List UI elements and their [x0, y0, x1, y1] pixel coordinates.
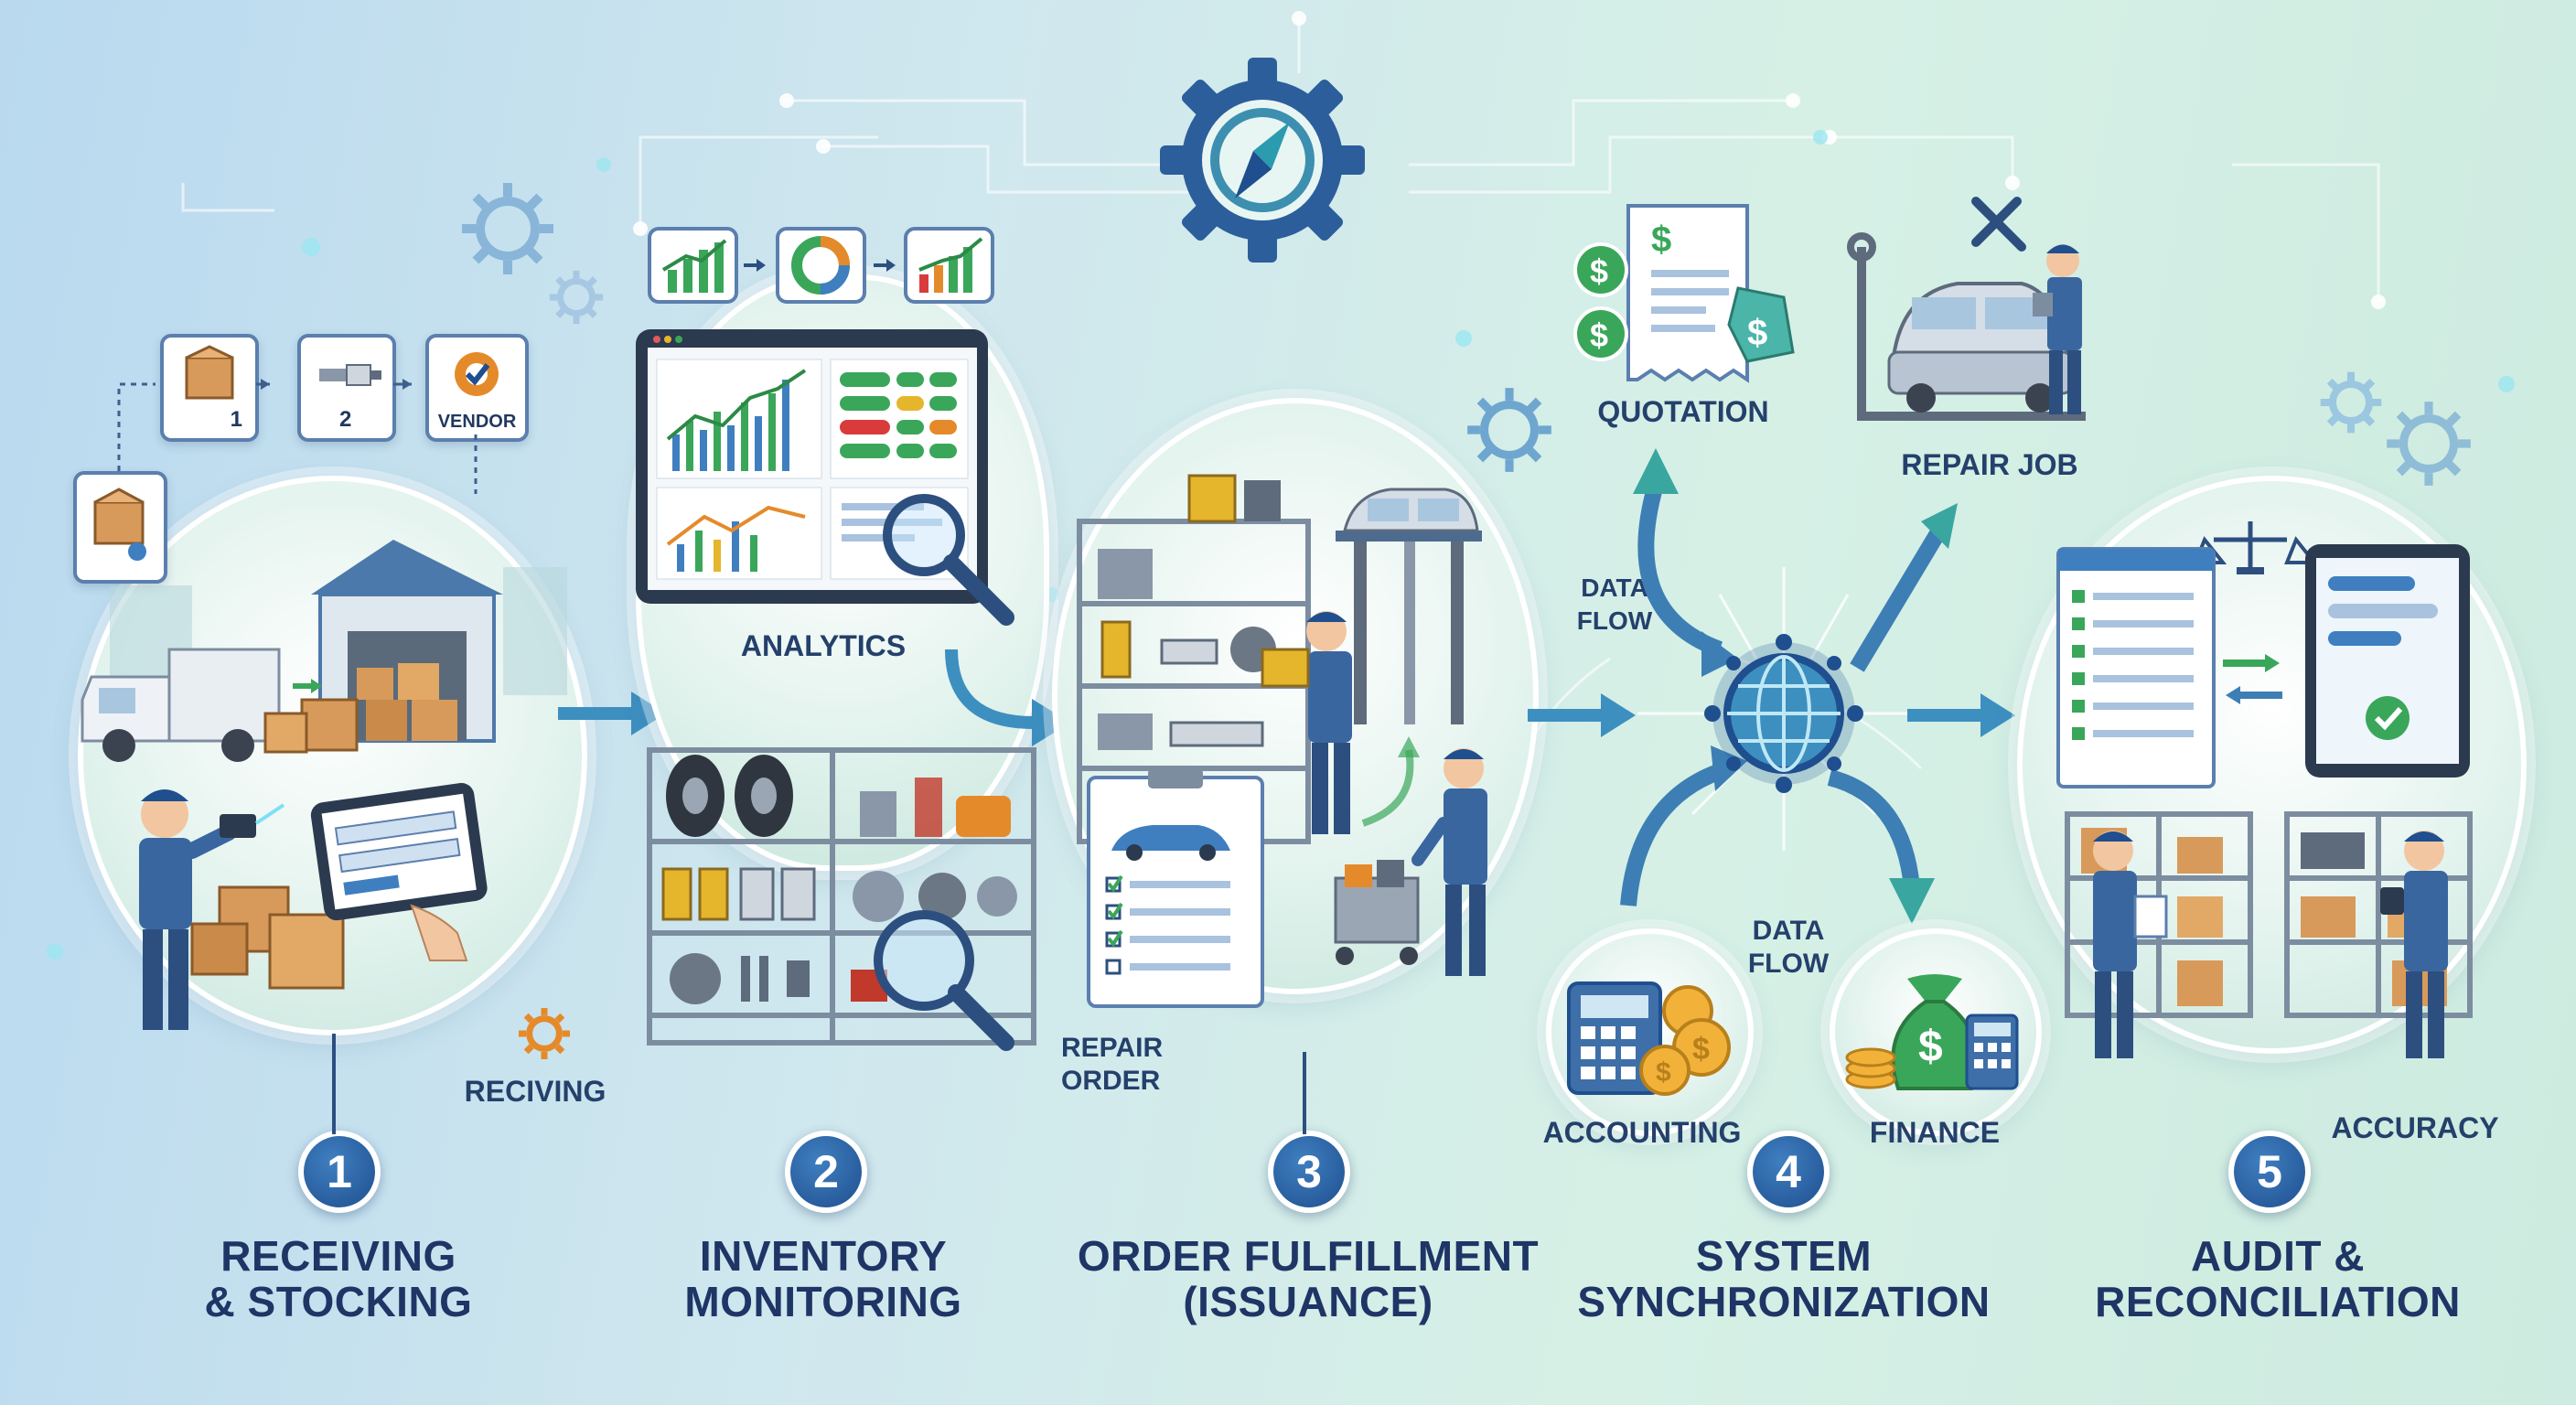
audit-scene: [2056, 521, 2473, 1058]
accounting-label: ACCOUNTING: [1542, 1116, 1742, 1149]
receiving-label: RECIVING: [464, 1075, 606, 1108]
compass-gear-icon: [1160, 58, 1365, 263]
step-3-badge: 3: [1268, 1131, 1350, 1213]
gear-icon: [519, 1008, 570, 1059]
calculator-coins-icon: $ $: [1567, 981, 1731, 1096]
step-4-title: SYSTEM SYNCHRONIZATION: [1577, 1232, 1991, 1325]
analytics-dashboard: [636, 329, 1014, 626]
flow-card-box: [73, 471, 167, 584]
order-fulfillment-scene: [1077, 474, 1487, 1008]
money-bag-icon: $: [1845, 974, 2019, 1090]
accuracy-label: ACCURACY: [2331, 1111, 2499, 1144]
flow-card-1: 1: [160, 334, 259, 442]
flow-card-2-label: 2: [339, 407, 352, 432]
svg-text:$: $: [1651, 220, 1671, 260]
step-1-title: RECEIVING & STOCKING: [204, 1232, 473, 1325]
gear-icon: [462, 183, 553, 274]
analytics-label: ANALYTICS: [740, 629, 907, 662]
step-4-badge: 4: [1747, 1131, 1830, 1213]
arrow-right-icon: [1907, 693, 2015, 737]
repair-job-icon: [1847, 197, 2086, 421]
svg-text:$: $: [1747, 313, 1767, 353]
flow-card-2: 2: [297, 334, 396, 442]
data-flow-label-bottom: DATA FLOW: [1747, 916, 1830, 979]
finance-label: FINANCE: [1869, 1116, 2001, 1149]
box-icon: [185, 345, 234, 400]
spark-plug-icon: [319, 364, 381, 386]
box-icon: [93, 488, 146, 561]
step-5-title: AUDIT & RECONCILIATION: [2095, 1232, 2461, 1325]
warehouse-scene: [80, 540, 567, 1030]
step-2-title: INVENTORY MONITORING: [684, 1232, 962, 1325]
gear-icon: [1467, 388, 1551, 472]
svg-text:$: $: [1656, 1057, 1671, 1088]
arrow-curve-icon: [945, 649, 1070, 746]
gear-icon: [549, 270, 604, 325]
step-connector-line: [332, 1034, 336, 1134]
gear-icon: [2320, 371, 2382, 434]
analytics-mini-cards: [648, 227, 994, 304]
flow-card-vendor: VENDOR: [425, 334, 529, 442]
svg-text:$: $: [1692, 1032, 1710, 1067]
globe-network-icon: [1620, 448, 1958, 924]
flow-card-vendor-label: VENDOR: [437, 412, 517, 432]
step-1-badge: 1: [298, 1131, 381, 1213]
arrow-right-icon: [1528, 693, 1636, 737]
step-3-title: ORDER FULFILLMENT (ISSUANCE): [1077, 1232, 1540, 1325]
data-flow-label-top: DATA FLOW: [1576, 574, 1653, 635]
vendor-gear-icon: [455, 352, 499, 396]
svg-text:$: $: [1590, 252, 1608, 290]
svg-text:$: $: [1590, 316, 1608, 354]
step-connector-line: [1303, 1052, 1306, 1134]
step-2-badge: 2: [785, 1131, 867, 1213]
inventory-shelves: [647, 747, 1036, 1051]
quotation-icon: $ $ $ $: [1573, 204, 1795, 383]
repair-order-label: REPAIR ORDER: [1061, 1033, 1164, 1096]
flow-connectors: [117, 379, 478, 494]
quotation-label: QUOTATION: [1597, 395, 1769, 428]
repair-job-label: REPAIR JOB: [1901, 448, 2078, 481]
flow-card-1-label: 1: [230, 407, 242, 432]
svg-text:$: $: [1918, 1023, 1943, 1071]
arrow-right-icon: [558, 692, 666, 735]
step-5-badge: 5: [2228, 1131, 2311, 1213]
gear-icon: [2387, 402, 2471, 486]
